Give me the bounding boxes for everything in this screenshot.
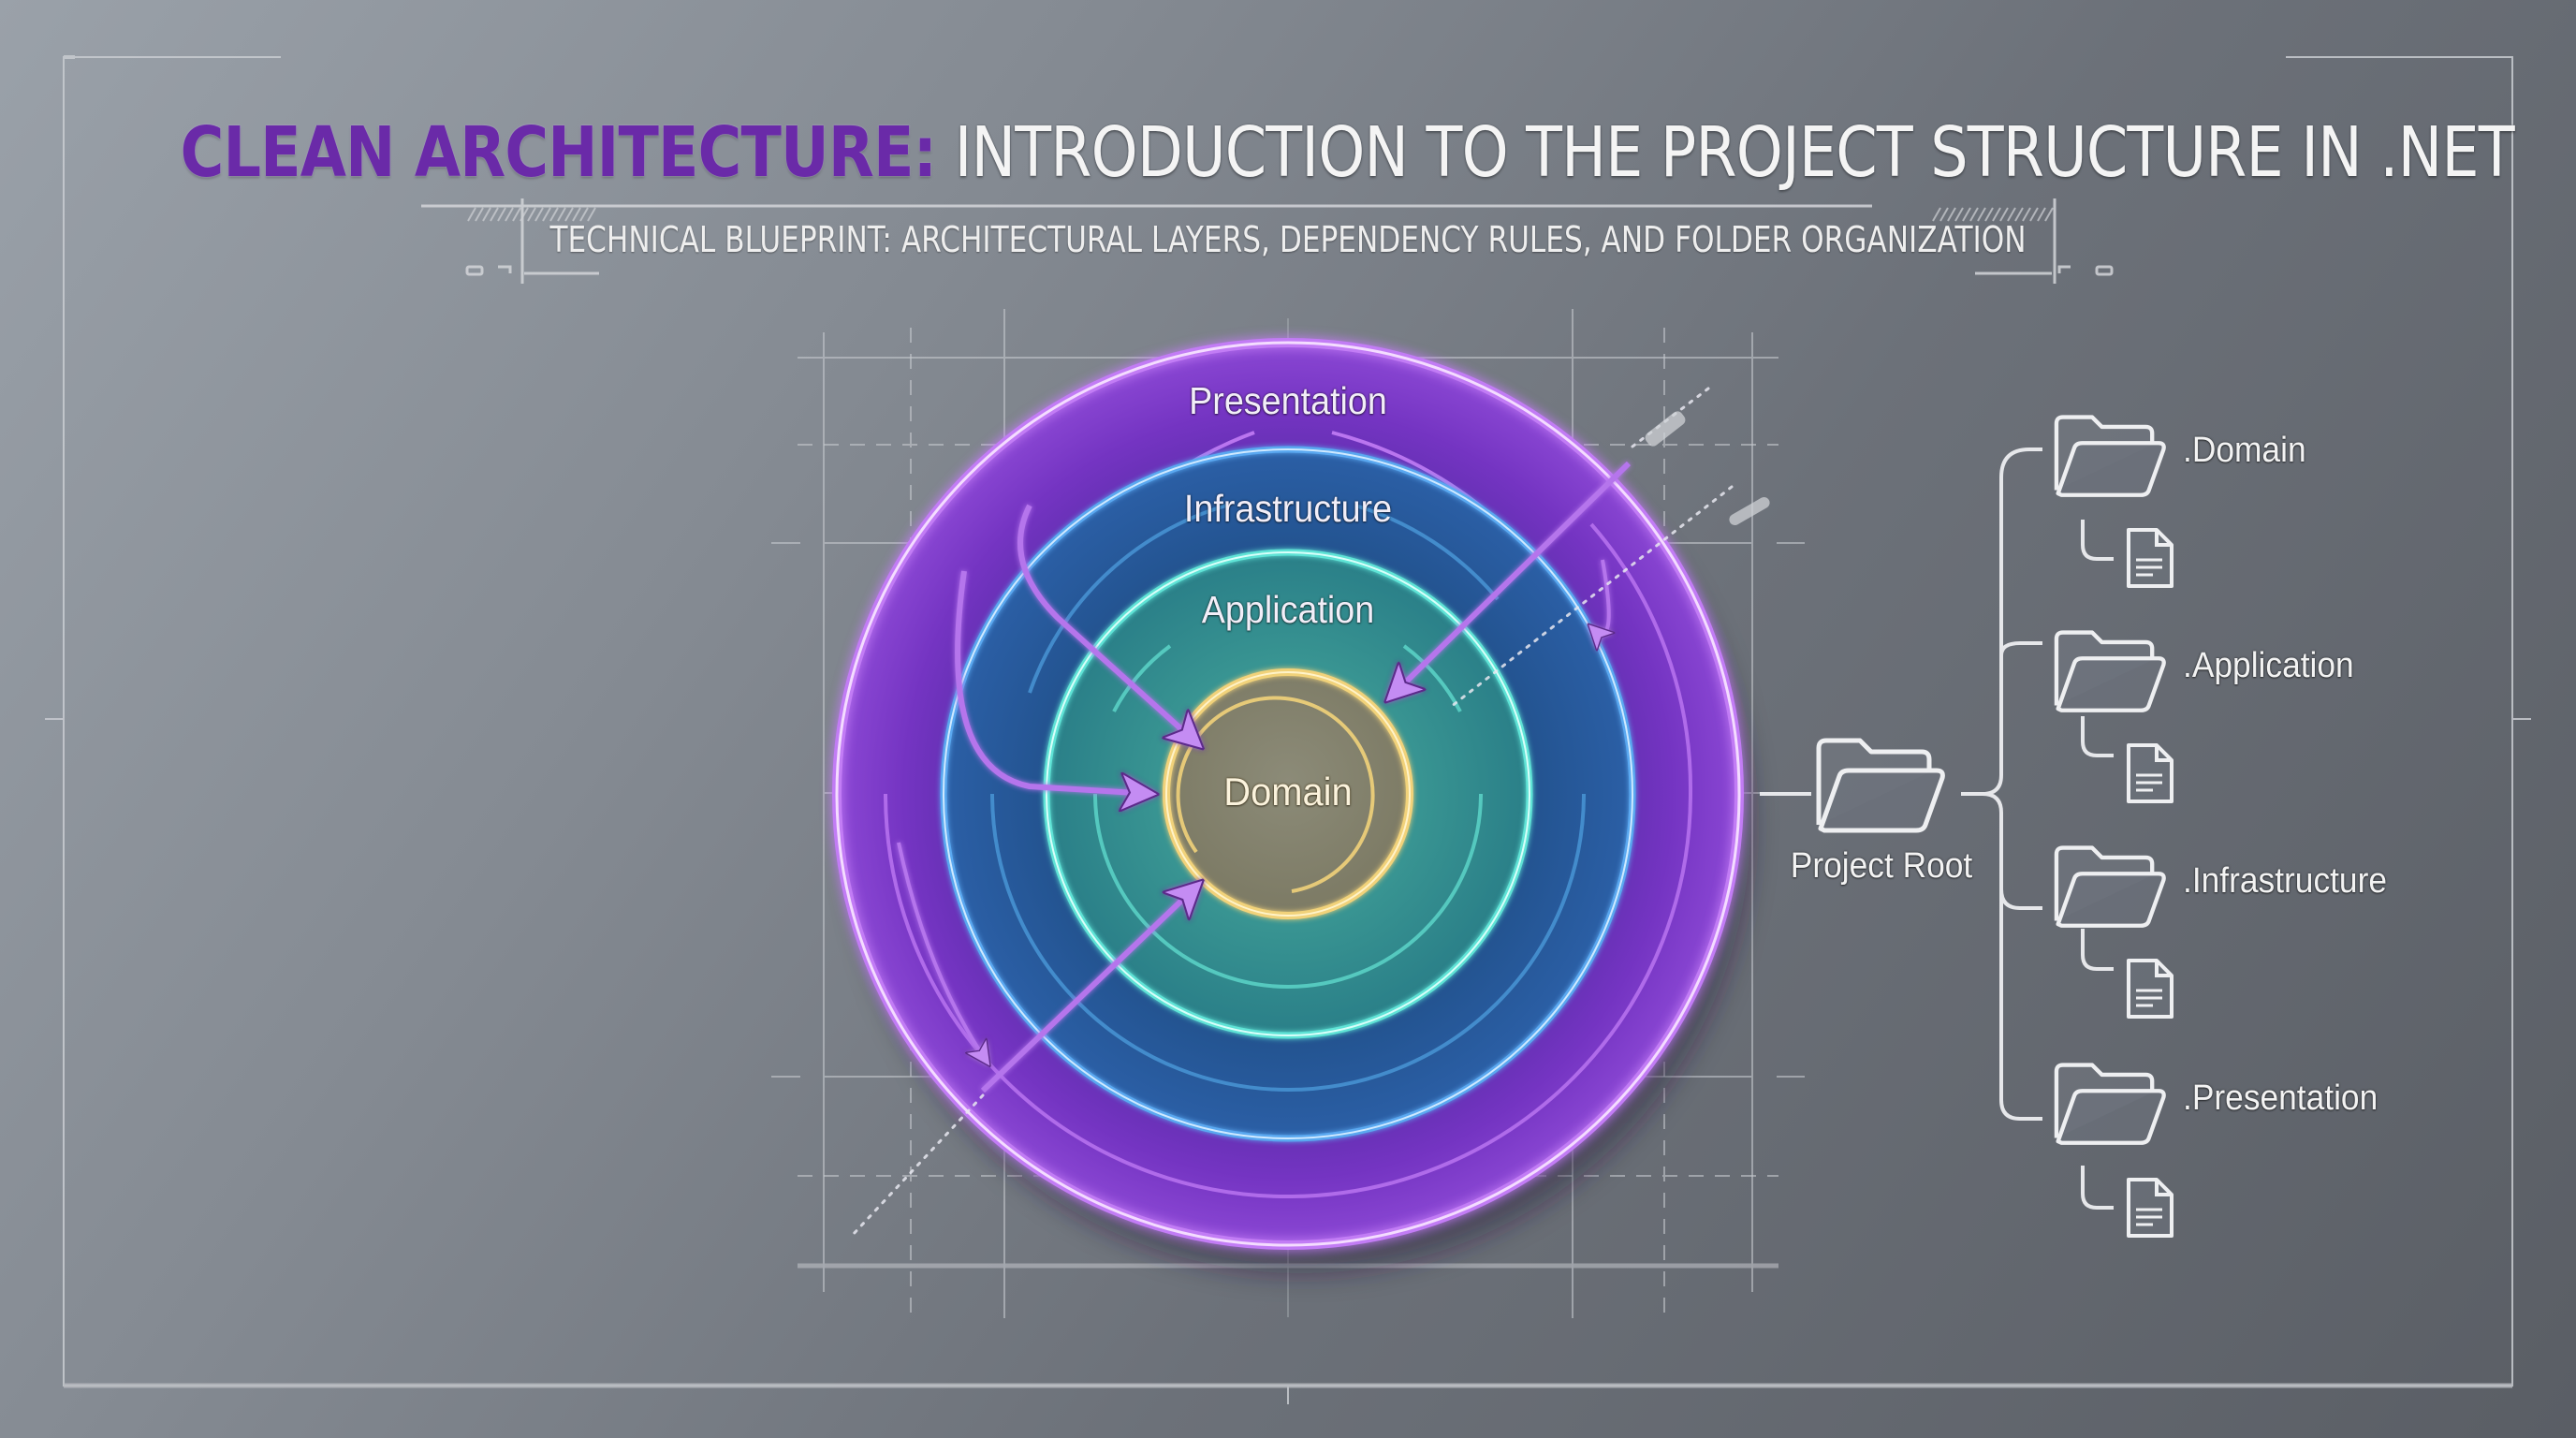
- label-infrastructure: Infrastructure: [1183, 487, 1393, 530]
- label-presentation: Presentation: [1189, 379, 1387, 422]
- folder-label-root: Project Root: [1790, 846, 1973, 886]
- folder-open-icon[interactable]: [1811, 735, 1952, 838]
- page-title: CLEAN ARCHITECTURE: INTRODUCTION TO THE …: [180, 110, 2515, 195]
- folder-label-application: .Application: [2183, 646, 2354, 685]
- folder-open-icon[interactable]: [2050, 410, 2172, 504]
- title-accent: CLEAN ARCHITECTURE:: [180, 112, 937, 193]
- dependency-arrows: [897, 461, 1632, 1093]
- folder-label-presentation: .Presentation: [2183, 1078, 2378, 1118]
- document-icon[interactable]: [2123, 524, 2177, 592]
- folder-label-domain: .Domain: [2183, 431, 2306, 470]
- folder-label-infrastructure: .Infrastructure: [2183, 861, 2388, 901]
- folder-open-icon[interactable]: [2050, 1058, 2172, 1152]
- document-icon[interactable]: [2123, 1174, 2177, 1241]
- subtitle: TECHNICAL BLUEPRINT: ARCHITECTURAL LAYER…: [549, 219, 2027, 260]
- folder-tree-connectors: [1760, 448, 2114, 1210]
- label-domain: Domain: [1223, 770, 1353, 814]
- title-main: INTRODUCTION TO THE PROJECT STRUCTURE IN…: [954, 112, 2515, 193]
- folder-open-icon[interactable]: [2050, 841, 2172, 934]
- folder-open-icon[interactable]: [2050, 625, 2172, 719]
- label-application: Application: [1201, 588, 1375, 631]
- document-icon[interactable]: [2123, 955, 2177, 1022]
- document-icon[interactable]: [2123, 740, 2177, 807]
- layer-domain: [1163, 668, 1413, 919]
